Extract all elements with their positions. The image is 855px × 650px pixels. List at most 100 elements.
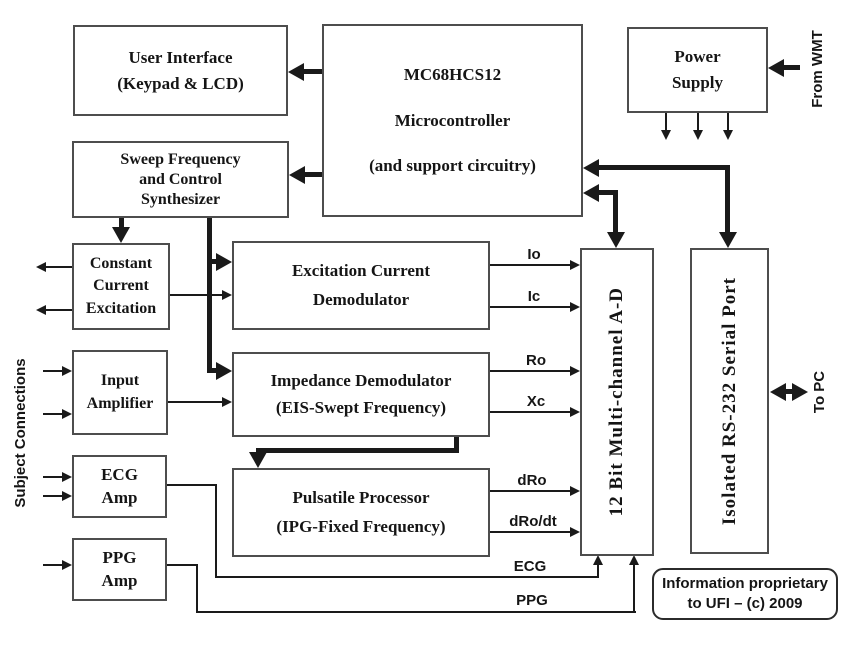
arrowhead-right-icon	[222, 290, 232, 300]
block-label: Excitation	[85, 299, 157, 317]
block-label: Supply	[671, 73, 724, 92]
arrowhead-right-icon	[222, 397, 232, 407]
block-pulsatile-processor: Pulsatile Processor (IPG-Fixed Frequency…	[232, 468, 490, 557]
block-label: Microcontroller	[394, 110, 511, 130]
block-label: Impedance Demodulator	[270, 371, 452, 390]
arrowhead-right-icon	[216, 362, 232, 380]
signal-label-xc: Xc	[526, 393, 546, 410]
signal-label-ro: Ro	[526, 352, 546, 369]
connector-xc	[490, 411, 573, 413]
arrowhead-left-icon	[583, 184, 599, 202]
connector-wmt-to-ps	[782, 65, 800, 70]
block-label: Amp	[101, 570, 138, 590]
block-label: 12 Bit Multi-channel A-D	[606, 287, 627, 517]
connector-ppg-seg2	[196, 564, 198, 613]
connector-ic	[490, 306, 573, 308]
arrowhead-right-icon	[62, 560, 72, 570]
block-label: Sweep Frequency	[120, 150, 241, 168]
arrowhead-down-icon	[661, 130, 671, 140]
arrowhead-down-icon	[112, 227, 130, 243]
arrowhead-right-icon	[570, 527, 580, 537]
connector-rs232-to-pc	[784, 389, 794, 394]
block-label: Pulsatile Processor	[292, 488, 430, 508]
block-label: Input	[100, 371, 140, 389]
arrowhead-right-icon	[62, 409, 72, 419]
connector-io	[490, 264, 573, 266]
connector-ro	[490, 370, 573, 372]
connector-ecg-seg3	[215, 576, 599, 578]
arrowhead-right-icon	[62, 472, 72, 482]
block-label: Amp	[101, 487, 138, 507]
block-constant-current-excitation: Constant Current Excitation	[72, 243, 170, 330]
block-impedance-demodulator: Impedance Demodulator (EIS-Swept Frequen…	[232, 352, 490, 437]
block-label: (and support circuitry)	[369, 155, 536, 175]
arrowhead-left-icon	[770, 383, 786, 401]
block-label: (IPG-Fixed Frequency)	[276, 516, 446, 536]
connector-ecgamp-in-bottom	[43, 495, 65, 497]
block-excitation-current-demodulator: Excitation Current Demodulator	[232, 241, 490, 330]
connector-ecg-seg1	[167, 484, 217, 486]
signal-label-io: Io	[527, 246, 541, 263]
arrowhead-left-icon	[36, 305, 46, 315]
connector-sweep-branch1	[210, 259, 220, 264]
block-label: and Control	[139, 170, 222, 188]
block-label: Constant	[89, 254, 153, 272]
arrowhead-down-icon	[719, 232, 737, 248]
block-adc: 12 Bit Multi-channel A-D	[580, 248, 654, 556]
signal-label-ppg: PPG	[516, 592, 548, 609]
block-label: (Keypad & LCD)	[117, 73, 244, 93]
block-ppg-amp: PPG Amp	[72, 538, 167, 601]
connector-ecg-seg2	[215, 484, 217, 578]
arrowhead-up-icon	[593, 555, 603, 565]
arrowhead-right-icon	[570, 486, 580, 496]
signal-label-ecg: ECG	[513, 558, 547, 575]
connector-inputamp-in-top	[43, 370, 65, 372]
connector-ppg-seg3	[196, 611, 636, 613]
connector-mcu-rs232-v	[725, 165, 730, 232]
block-label: MC68HCS12	[403, 65, 502, 85]
connector-sweep-trunk	[207, 218, 212, 373]
arrowhead-right-icon	[62, 366, 72, 376]
block-label: Demodulator	[312, 289, 410, 309]
block-label: (EIS-Swept Frequency)	[275, 398, 447, 417]
arrowhead-left-icon	[583, 159, 599, 177]
arrowhead-right-icon	[570, 366, 580, 376]
block-label: Amplifier	[86, 395, 154, 413]
signal-label-dro-dt: dRo/dt	[509, 513, 557, 530]
label-subject-connections: Subject Connections	[12, 358, 29, 508]
arrowhead-right-icon	[570, 407, 580, 417]
connector-mcu-rs232-h	[597, 165, 730, 170]
block-label: Current	[93, 277, 149, 295]
connector-ps-out-3	[727, 113, 729, 131]
connector-ppgamp-in	[43, 564, 65, 566]
connector-imp-to-pulse-seg1	[454, 437, 459, 453]
connector-mcu-adc-v	[613, 190, 618, 232]
connector-mcu-to-ui	[302, 69, 322, 74]
label-from-wmt: From WMT	[809, 30, 826, 108]
connector-ecg-seg4	[597, 564, 599, 578]
arrowhead-down-icon	[723, 130, 733, 140]
block-ecg-amp: ECG Amp	[72, 455, 167, 518]
arrowhead-right-icon	[216, 253, 232, 271]
arrowhead-right-icon	[792, 383, 808, 401]
proprietary-note-line: to UFI – (c) 2009	[687, 595, 803, 612]
block-user-interface: User Interface (Keypad & LCD)	[73, 25, 288, 116]
block-sweep-synthesizer: Sweep Frequency and Control Synthesizer	[72, 141, 289, 218]
connector-ppg-seg4	[633, 564, 635, 613]
block-power-supply: Power Supply	[627, 27, 768, 113]
connector-ecgamp-in-top	[43, 476, 65, 478]
connector-cce-out-bottom	[46, 309, 72, 311]
block-serial-port: Isolated RS-232 Serial Port	[690, 248, 769, 554]
block-label: Excitation Current	[291, 261, 431, 281]
arrowhead-left-icon	[288, 63, 304, 81]
label-to-pc: To PC	[811, 370, 828, 414]
block-label: Isolated RS-232 Serial Port	[718, 276, 740, 526]
arrowhead-right-icon	[62, 491, 72, 501]
block-label: PPG	[102, 548, 137, 568]
connector-ps-out-1	[665, 113, 667, 131]
arrowhead-down-icon	[607, 232, 625, 248]
connector-cce-out-top	[46, 266, 72, 268]
arrowhead-right-icon	[570, 260, 580, 270]
connector-inputamp-to-impdemod	[168, 401, 225, 403]
